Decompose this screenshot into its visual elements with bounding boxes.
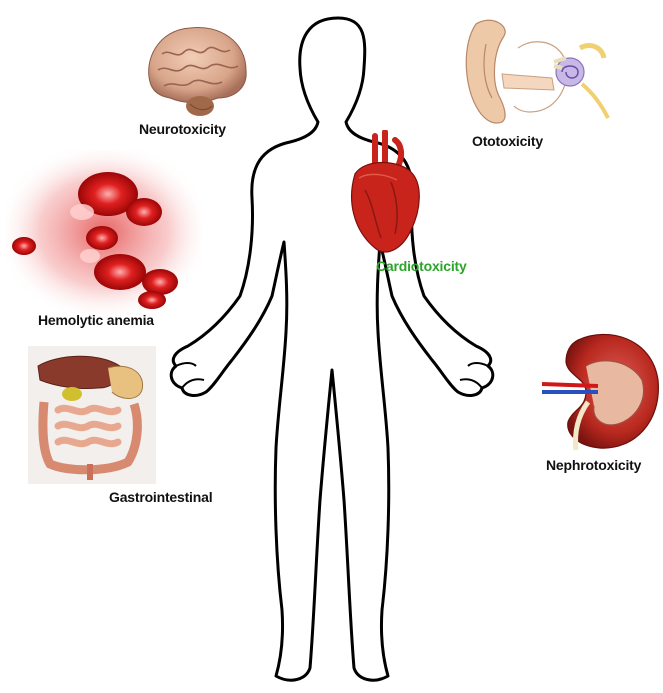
digestive-system-icon	[28, 346, 156, 484]
ototoxicity-label: Ototoxicity	[472, 133, 543, 149]
brain-icon	[140, 20, 252, 118]
heart-icon	[345, 130, 425, 260]
gastrointestinal-label: Gastrointestinal	[109, 489, 212, 505]
ear-icon	[462, 14, 612, 132]
nephrotoxicity-label: Nephrotoxicity	[546, 457, 641, 473]
hemolytic-anemia-label: Hemolytic anemia	[38, 312, 154, 328]
blood-cells-icon	[6, 150, 202, 314]
kidney-icon	[538, 326, 662, 454]
cardiotoxicity-label: Cardiotoxicity	[376, 258, 467, 274]
neurotoxicity-label: Neurotoxicity	[139, 121, 226, 137]
